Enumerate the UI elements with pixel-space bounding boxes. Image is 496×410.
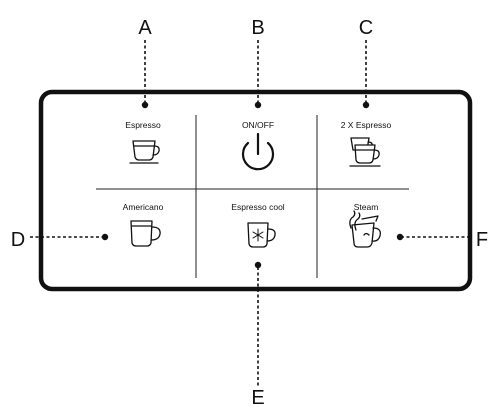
steam-pitcher-icon [349,210,381,248]
pointer-dot-c [362,101,370,109]
callout-e: E [251,387,264,409]
callout-f: F [476,229,488,251]
pointer-dot-e [254,261,262,269]
double-cup-icon [349,137,381,167]
callout-d: D [11,229,25,251]
mug-icon [130,220,161,247]
button-label-steam: Steam [354,202,379,212]
callout-a: A [138,17,152,39]
snowflake-mug-icon [247,222,276,248]
pointer-dot-b [254,101,262,109]
espresso-cup-icon [129,140,160,164]
pointer-dot-f [396,233,404,241]
callout-c: C [359,17,373,39]
callout-b: B [251,17,264,39]
button-label-2x-espresso: 2 X Espresso [341,120,392,130]
power-icon [241,132,275,171]
button-label-espresso-cool: Espresso cool [231,202,284,212]
button-label-americano: Americano [123,202,164,212]
pointer-dot-a [141,101,149,109]
button-label-on-off: ON/OFF [242,120,274,130]
button-label-espresso: Espresso [125,120,161,130]
pointer-dot-d [101,233,109,241]
